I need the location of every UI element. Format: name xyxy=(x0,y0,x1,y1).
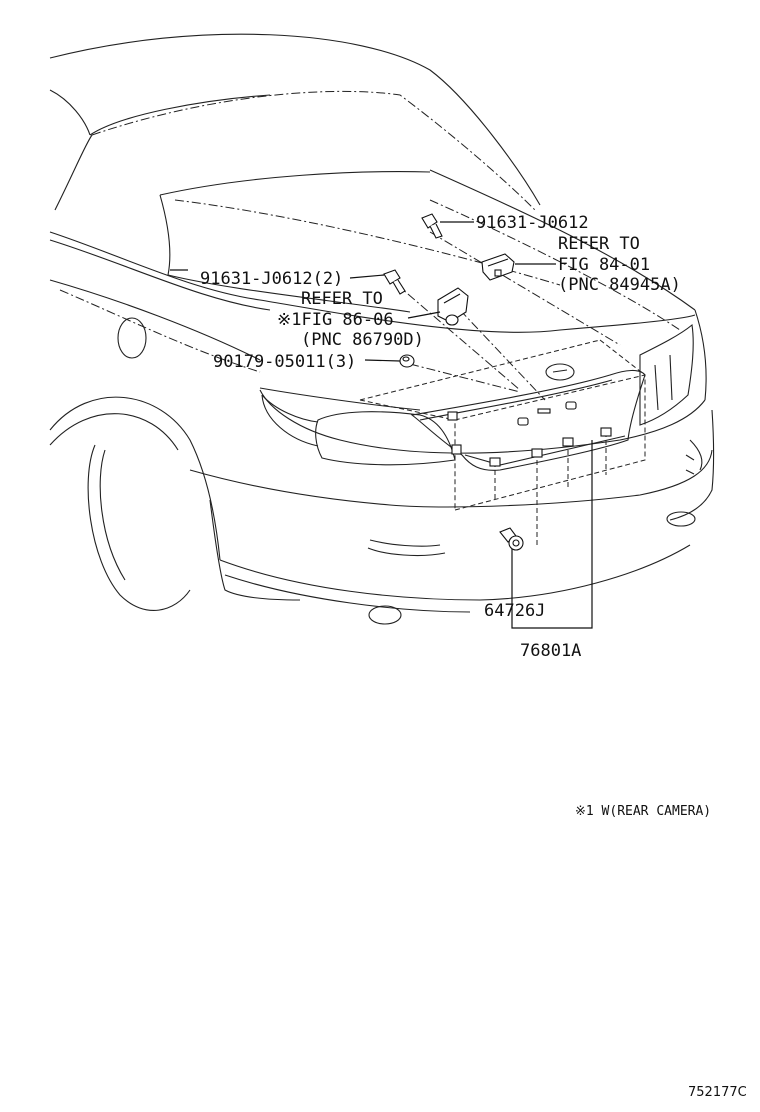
label-screw-left: 91631-J0612(2) xyxy=(200,269,343,289)
clip-icon xyxy=(451,444,462,455)
screw-top-icon xyxy=(421,213,443,239)
screw-left-icon xyxy=(383,269,406,295)
opener-switch-icon xyxy=(481,253,515,281)
label-refer-mid-1: REFER TO xyxy=(301,289,383,309)
clip-icon xyxy=(531,448,543,458)
center-lines xyxy=(394,231,621,401)
label-clip: 90179-05011(3) xyxy=(213,352,356,372)
clip-icon xyxy=(562,437,574,447)
clip-icon xyxy=(600,427,612,437)
clip-icon xyxy=(489,457,501,467)
garnish-clips xyxy=(447,411,612,467)
camera-slot xyxy=(537,408,551,414)
label-refer-mid-3: (PNC 86790D) xyxy=(301,330,424,350)
hole-left xyxy=(517,417,529,426)
license-garnish xyxy=(410,363,646,471)
label-garnish: 76801A xyxy=(520,641,581,661)
figure-id: 752177C xyxy=(688,1085,747,1100)
clip-nut-icon xyxy=(399,354,415,368)
label-refer-mid-2: ※1FIG 86-06 xyxy=(277,310,394,330)
clip-icon xyxy=(447,411,458,421)
footnote: ※1 W(REAR CAMERA) xyxy=(575,804,711,819)
label-refer-top-3: (PNC 84945A) xyxy=(558,275,681,295)
label-grommet: 64726J xyxy=(484,601,545,621)
label-screw-top: 91631-J0612 xyxy=(476,213,589,233)
rear-camera-icon xyxy=(437,287,469,326)
label-refer-top-1: REFER TO xyxy=(558,234,640,254)
label-refer-top-2: FIG 84-01 xyxy=(558,255,650,275)
hole-right xyxy=(565,401,577,410)
leader-lines xyxy=(170,221,593,629)
assembly-box xyxy=(359,339,646,548)
grommet-icon xyxy=(499,527,524,551)
